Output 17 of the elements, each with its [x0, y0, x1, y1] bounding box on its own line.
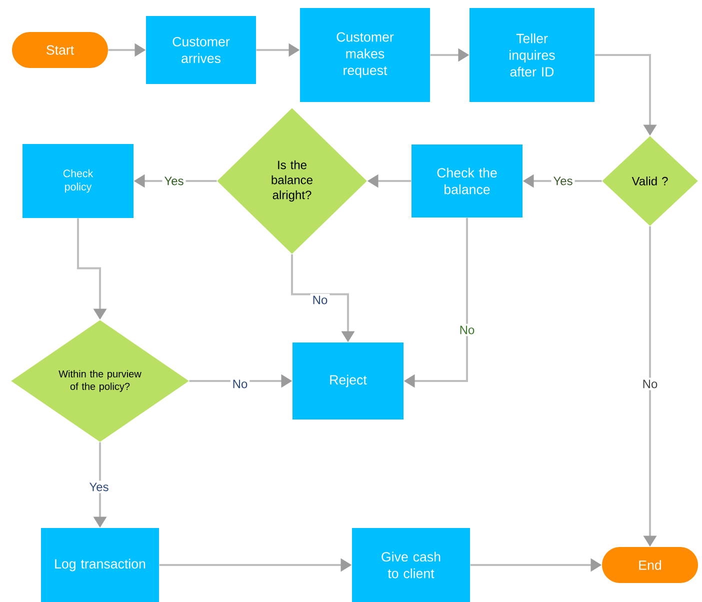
edge-label: No: [310, 294, 330, 306]
edge-label: Yes: [162, 174, 186, 188]
process-box: Reject: [292, 342, 404, 420]
process-box: Log transaction: [41, 528, 159, 602]
edge-label: Yes: [551, 174, 575, 188]
edge-label: No: [640, 378, 660, 390]
process-box: Check policy: [22, 144, 134, 218]
edge-label: No: [457, 324, 477, 336]
edge-label: Yes: [87, 480, 111, 494]
start-terminal: Start: [12, 32, 108, 68]
process-box: Teller inquires after ID: [470, 8, 594, 102]
process-box: Customer arrives: [146, 16, 256, 84]
process-box: Customer makes request: [300, 8, 430, 102]
edge-label: No: [230, 378, 250, 390]
process-box: Check the balance: [412, 144, 522, 218]
end-terminal: End: [602, 547, 698, 583]
process-box: Give cash to client: [352, 528, 470, 602]
